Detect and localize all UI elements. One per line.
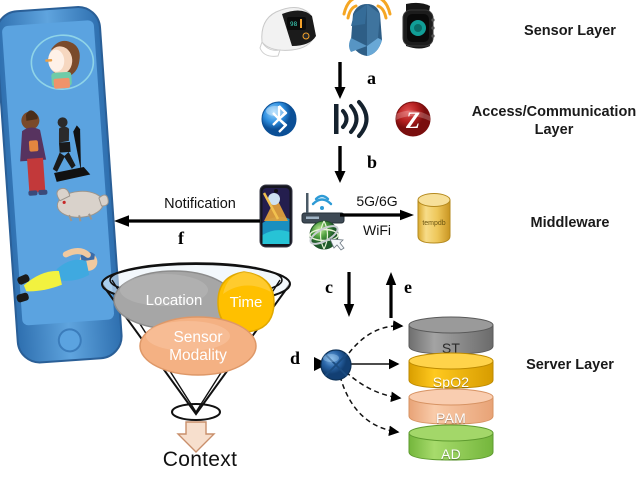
server-db-spo2: SpO2 [406, 352, 496, 392]
svg-text:tempdb: tempdb [422, 220, 445, 227]
arrow-letter-c: c [325, 277, 333, 297]
layer-label-access: Access/Communication Layer [468, 103, 640, 139]
server-db-st: ST [406, 316, 496, 356]
middleware-to-db-arrow [340, 209, 414, 221]
access-layer-protocols: Z [261, 100, 431, 138]
link-label-5g6g: 5G/6G [356, 193, 398, 209]
arrow-letter-b: b [367, 152, 378, 172]
server-db-label-st: ST [441, 340, 461, 356]
funnel-item-time [217, 271, 275, 333]
scene-standing-person [20, 110, 48, 196]
context-output-arrow [176, 421, 216, 453]
server-db-label-ad: AD [441, 446, 461, 462]
arrow-b [334, 146, 346, 183]
server-database-stack: ST SpO2 PAM [406, 316, 506, 462]
smartwatch-icon [402, 2, 435, 49]
server-db-ad: AD [406, 424, 496, 464]
pulse-oximeter-icon: 98 [259, 7, 316, 57]
arrow-letter-e: e [404, 277, 412, 297]
tempdb-cylinder: tempdb [417, 193, 451, 244]
notification-arrow [114, 215, 260, 227]
wifi-router-icon [301, 193, 345, 224]
arrow-letter-a: a [367, 68, 376, 88]
notification-label: Notification [164, 196, 236, 212]
scene-face-portrait [30, 34, 95, 91]
layer-label-middleware: Middleware [530, 215, 610, 231]
server-db-label-spo2: SpO2 [432, 374, 470, 390]
wireless-sensor-node-icon [342, 0, 392, 56]
middleware-devices [259, 184, 345, 251]
context-funnel: Location Time Sensor Modality [101, 262, 291, 453]
funnel-label-modality: Modality [169, 347, 227, 364]
arrow-e [385, 272, 397, 318]
scene-dog [56, 187, 109, 222]
arrow-letter-f: f [178, 228, 184, 248]
svg-text:98: 98 [290, 21, 298, 28]
arrow-letter-d: d [290, 348, 301, 368]
sensor-layer-devices: 98 [259, 0, 435, 57]
bluetooth-icon [261, 101, 297, 137]
distribution-node-icon [320, 349, 352, 381]
layer-label-server: Server Layer [526, 357, 614, 373]
funnel-label-time: Time [230, 294, 263, 311]
scene-fallen-person [16, 248, 98, 303]
funnel-item-sensor-modality [139, 316, 257, 376]
rfid-nfc-icon [334, 100, 369, 138]
smartphone-gateway-icon [259, 184, 293, 248]
server-db-pam: PAM [406, 388, 496, 428]
funnel-label-location: Location [146, 292, 203, 309]
funnel-item-location [113, 270, 235, 330]
arrow-c [343, 272, 355, 317]
internet-globe-icon [309, 220, 345, 251]
layer-label-access-line1: Access/Communication [471, 104, 637, 120]
server-fanout-arrows [314, 320, 404, 436]
server-db-label-pam: PAM [436, 410, 466, 426]
patient-activity-phone [0, 6, 123, 364]
layer-label-access-line2: Layer [534, 122, 574, 139]
funnel-label-sensor: Sensor [173, 329, 222, 346]
layer-label-sensor: Sensor Layer [524, 23, 616, 39]
scene-treadmill-runner [52, 117, 91, 182]
zigbee-icon: Z [395, 101, 431, 137]
context-output-label: Context [162, 448, 238, 471]
link-label-wifi: WiFi [363, 222, 391, 238]
svg-text:Z: Z [405, 108, 420, 133]
arrow-a [334, 62, 346, 99]
